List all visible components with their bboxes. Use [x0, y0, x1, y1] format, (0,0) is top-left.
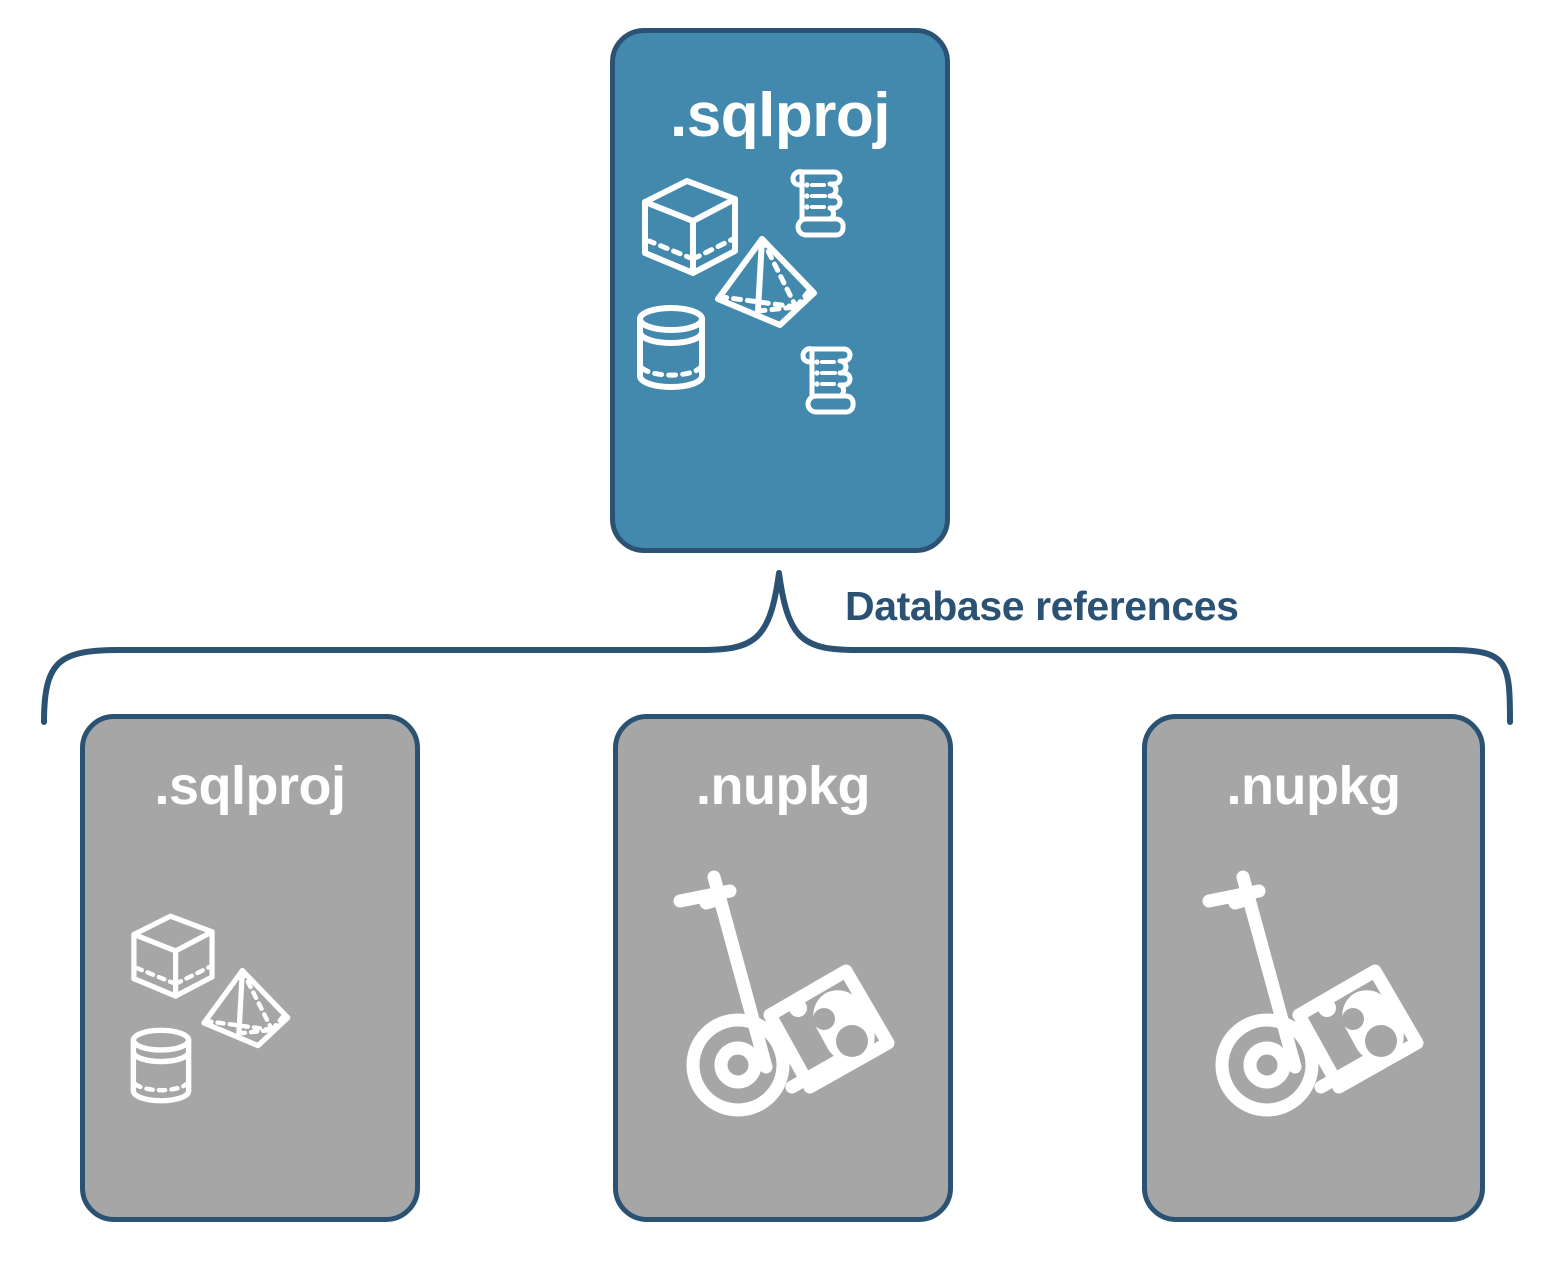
- connector-label: Database references: [845, 583, 1239, 629]
- icon-group: [615, 147, 945, 548]
- icon-group: [85, 813, 415, 1217]
- node-nupkg-reference-1[interactable]: .nupkg: [613, 714, 953, 1222]
- hand-truck-package-icon: [648, 853, 918, 1123]
- cylinder-icon: [127, 1025, 195, 1107]
- scroll-icon: [795, 342, 861, 415]
- node-label: .sqlproj: [670, 81, 890, 150]
- icon-group: [618, 813, 948, 1217]
- pyramid-icon: [197, 965, 293, 1053]
- hand-truck-package-icon: [1177, 853, 1447, 1123]
- node-sqlproj-reference[interactable]: .sqlproj: [80, 714, 420, 1222]
- cube-icon: [127, 911, 219, 1003]
- icon-group: [1147, 813, 1480, 1217]
- pyramid-icon: [710, 233, 820, 333]
- node-nupkg-reference-2[interactable]: .nupkg: [1142, 714, 1485, 1222]
- cube-icon: [637, 175, 743, 281]
- cylinder-icon: [633, 302, 709, 394]
- node-sqlproj-root[interactable]: .sqlproj: [610, 28, 950, 553]
- node-label: .nupkg: [1226, 756, 1401, 816]
- node-label: .nupkg: [696, 756, 870, 816]
- node-label: .sqlproj: [154, 756, 346, 816]
- scroll-icon: [785, 165, 851, 238]
